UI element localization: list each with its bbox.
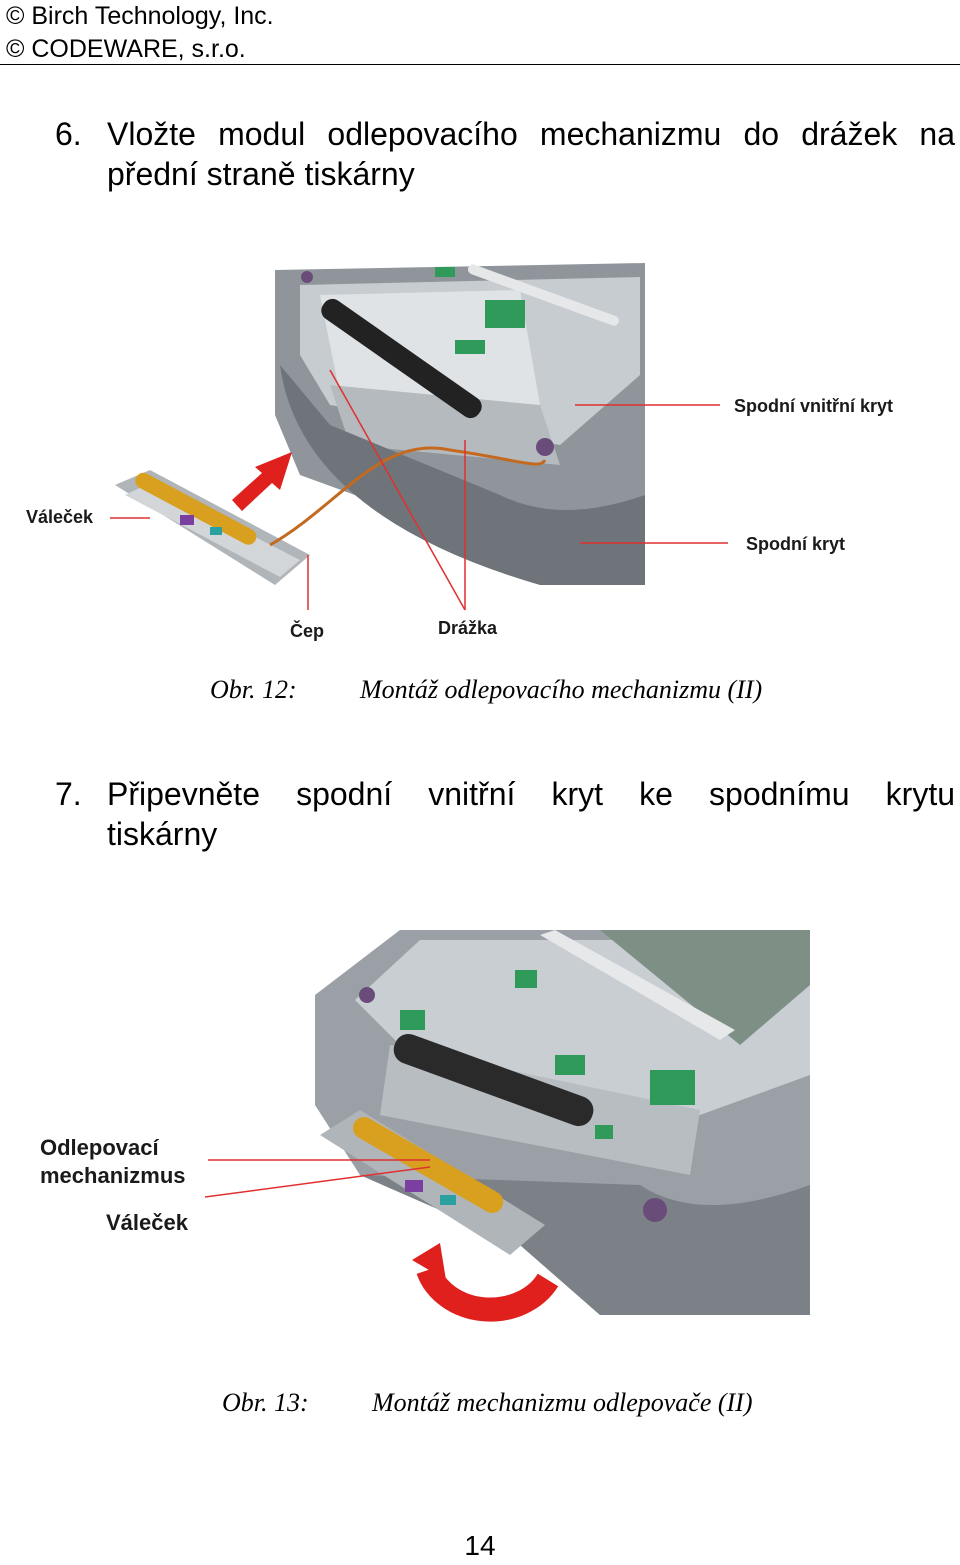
label-inner-cover: Spodní vnitřní kryt: [734, 396, 893, 416]
leader-lines: [110, 369, 728, 611]
cable: [269, 446, 547, 547]
header-rule: [0, 64, 960, 65]
copyright-codeware: © CODEWARE, s.r.o.: [6, 35, 246, 63]
figure-12-illustration: Spodní vnitřní kryt Spodní kryt Váleček …: [26, 263, 893, 641]
step-number: 6.: [55, 116, 82, 152]
step-text-line2: tiskárny: [107, 816, 218, 852]
label-roller: Váleček: [26, 507, 94, 527]
figure-12-caption-number: Obr. 12:: [210, 675, 297, 704]
label-pin: Čep: [290, 620, 324, 641]
label-peel-line1: Odlepovací: [40, 1135, 159, 1160]
label-bottom-cover: Spodní kryt: [746, 534, 845, 554]
step-number: 7.: [55, 776, 82, 812]
label-peel-line2: mechanizmus: [40, 1163, 186, 1188]
figure-13-caption-number: Obr. 13:: [222, 1388, 309, 1417]
figure-13-illustration: Odlepovací mechanizmus Váleček: [40, 930, 810, 1322]
rotate-arrow: [412, 1243, 559, 1322]
copyright-birch: © Birch Technology, Inc.: [6, 2, 274, 30]
step-text-line1: Vložte modul odlepovacího mechanizmu do …: [107, 116, 955, 152]
label-groove: Drážka: [438, 618, 498, 638]
leader-lines: [204, 1159, 431, 1198]
figure-12-caption-text: Montáž odlepovacího mechanizmu (II): [360, 675, 763, 704]
peel-module-drawing: [115, 470, 310, 585]
step-text-line2: přední straně tiskárny: [107, 156, 415, 192]
insert-arrow: [232, 452, 292, 511]
peel-module-drawing: [320, 1110, 545, 1255]
figure-13-caption-text: Montáž mechanizmu odlepovače (II): [372, 1388, 753, 1417]
page-header: © Birch Technology, Inc. © CODEWARE, s.r…: [6, 0, 960, 66]
page-number: 14: [464, 1530, 496, 1561]
step-text-line1: Připevněte spodní vnitřní kryt ke spodní…: [107, 776, 955, 812]
printer-drawing: [315, 930, 810, 1315]
label-roller: Váleček: [106, 1210, 189, 1235]
printer-drawing: [275, 263, 645, 585]
